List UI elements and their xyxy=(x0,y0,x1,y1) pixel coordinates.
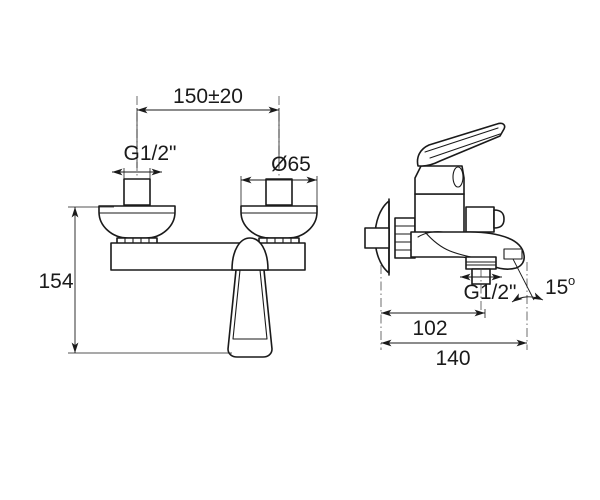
wall-flange-stub xyxy=(364,227,390,249)
dim-projection-outlet-label: 102 xyxy=(412,317,447,340)
right-escutcheon-cone xyxy=(240,205,318,239)
left-escutcheon-cone xyxy=(98,205,176,239)
dim-angle-degree-symbol: o xyxy=(568,273,575,288)
lever-handle-highlight-1 xyxy=(424,127,499,153)
outlet-collar xyxy=(465,256,497,270)
mixer-body-front xyxy=(110,237,306,358)
inlet-hex-nut xyxy=(394,217,416,259)
dim-escutcheon-diameter-label: Ø65 xyxy=(271,153,311,176)
lever-handle-highlight-2 xyxy=(429,133,501,159)
wall-flange xyxy=(364,198,416,276)
mixer-body-outline xyxy=(110,242,306,358)
side-view-dimensions: G1/2" 15 o 102 140 xyxy=(381,258,575,370)
right-inlet-nipple xyxy=(265,178,293,206)
dim-angle-arc xyxy=(511,292,544,303)
spout-detail-swoosh xyxy=(417,231,444,238)
dim-outlet-thread-label: G1/2" xyxy=(464,281,517,304)
lever-bulge xyxy=(231,237,269,271)
diverter-cap xyxy=(493,209,505,229)
left-inlet-assembly xyxy=(98,178,176,252)
diverter-base xyxy=(465,206,495,233)
diverter-knob xyxy=(465,206,505,233)
dim-center-distance-label: 150±20 xyxy=(173,85,243,108)
front-view xyxy=(98,96,318,358)
lever-recess xyxy=(232,269,268,340)
left-inlet-nipple xyxy=(123,178,151,206)
side-view xyxy=(364,122,528,350)
dim-angle-label: 15 xyxy=(545,276,568,299)
spout-tip-detail xyxy=(503,248,523,260)
front-view-dimensions: 150±20 G1/2" Ø65 154 xyxy=(38,85,318,354)
dim-height-label: 154 xyxy=(38,270,73,293)
lever-handle-side xyxy=(416,122,506,188)
spout-body-side xyxy=(410,231,525,285)
dim-inlet-thread-label: G1/2" xyxy=(124,142,177,165)
lever-pivot-boss xyxy=(452,166,464,188)
dim-overall-projection-label: 140 xyxy=(435,347,470,370)
